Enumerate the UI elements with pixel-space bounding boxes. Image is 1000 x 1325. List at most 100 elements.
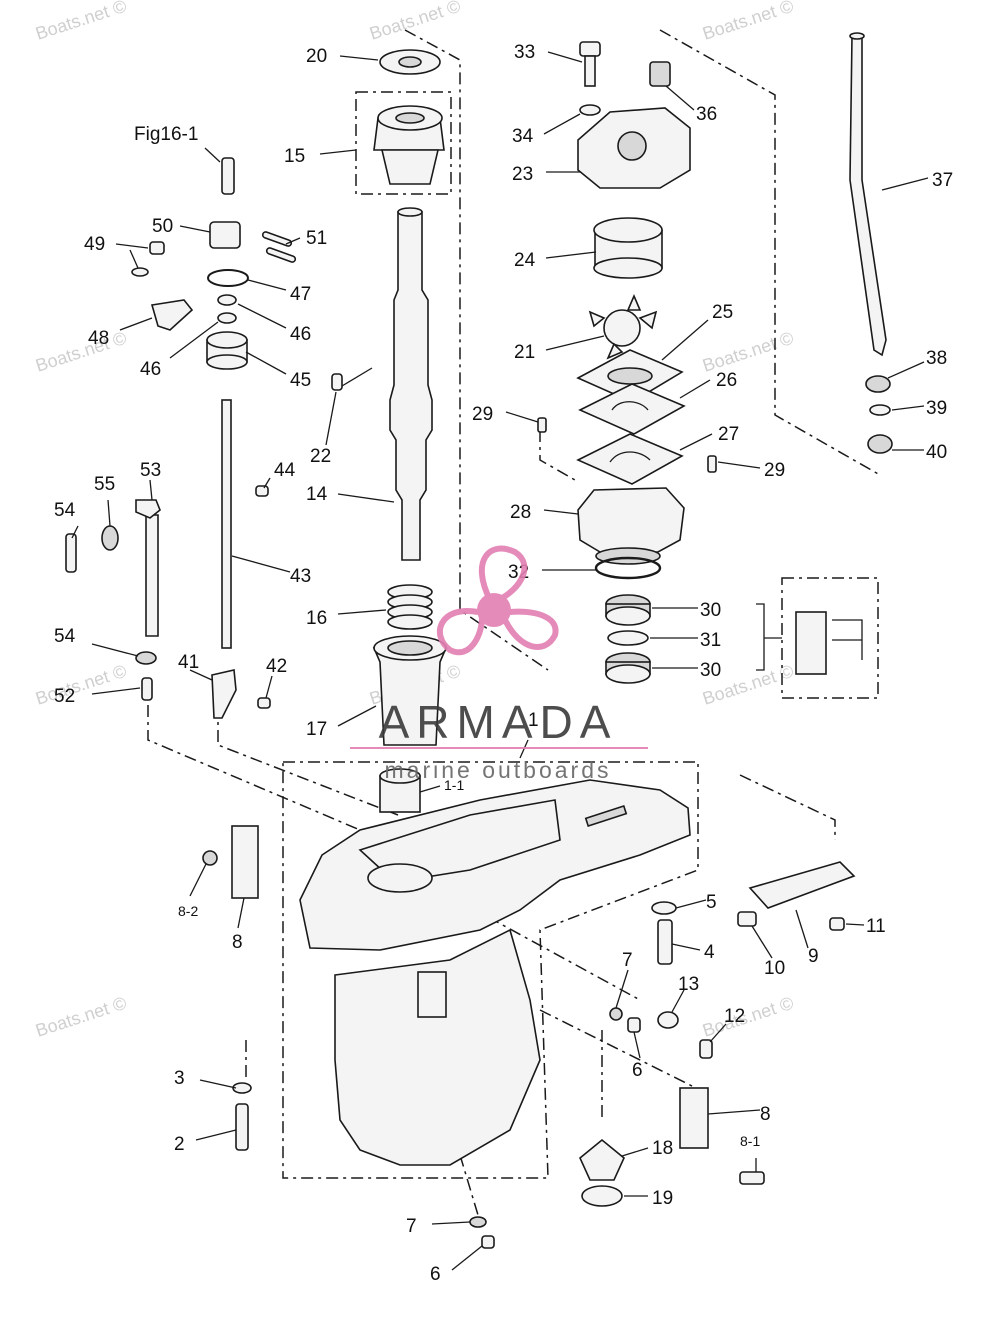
callout-20: 20 (306, 46, 327, 67)
callout-16: 16 (306, 608, 327, 629)
washer-3 (232, 1082, 252, 1094)
right-lower-parts (232, 861, 856, 1249)
screw-12 (699, 1039, 713, 1059)
callout-14: 14 (306, 484, 328, 505)
lever-41 (211, 669, 237, 719)
anode-8-left (231, 825, 259, 899)
callout-8: 8 (232, 932, 243, 953)
screw-6 (627, 1017, 641, 1033)
callout-26: 26 (716, 370, 737, 391)
anode-8-right (679, 1087, 709, 1149)
figure-ref-label: Fig16-1 (134, 124, 198, 145)
fitting-52 (141, 677, 153, 701)
watermark: Boats.net © (700, 993, 796, 1041)
callout-8-2: 8-2 (178, 903, 198, 919)
callout-36: 36 (696, 104, 717, 125)
callout-31: 31 (700, 630, 721, 651)
callout-34: 34 (512, 126, 534, 147)
callout-25: 25 (712, 302, 733, 323)
shift-rod-43 (221, 399, 232, 649)
callout-2: 2 (174, 1134, 185, 1155)
bearing-30-bottom (605, 652, 651, 684)
bolt-49 (149, 241, 165, 255)
callout-49: 49 (84, 234, 105, 255)
callout-labels: Fig16-1 20 15 50 49 51 47 46 48 46 45 22… (54, 42, 953, 1285)
spring-16 (387, 584, 433, 630)
impeller-21 (588, 293, 658, 360)
callout-15: 15 (284, 146, 305, 167)
callout-52: 52 (54, 686, 75, 707)
callout-28: 28 (510, 502, 531, 523)
callout-27: 27 (718, 424, 739, 445)
callout-50: 50 (152, 216, 173, 237)
bolt-8-1 (739, 1171, 765, 1185)
callout-12: 12 (724, 1006, 745, 1027)
callout-55: 55 (94, 474, 115, 495)
callout-13: 13 (678, 974, 699, 995)
screw-54 (65, 533, 77, 573)
grommet-36 (649, 61, 671, 87)
leader-lines (71, 51, 929, 1271)
callout-54: 54 (54, 500, 76, 521)
callout-29: 29 (472, 404, 493, 425)
watermark: Boats.net © (700, 328, 796, 376)
callout-21: 21 (514, 342, 535, 363)
bolt-2 (235, 1103, 249, 1151)
watermark: Boats.net © (33, 0, 129, 44)
callout-41: 41 (178, 652, 199, 673)
watermark: Boats.net © (700, 0, 796, 44)
watermark: Boats.net © (33, 328, 129, 376)
nut-19 (581, 1185, 623, 1207)
callout-29b: 29 (764, 460, 785, 481)
callout-54b: 54 (54, 626, 76, 647)
driveshaft-14 (389, 211, 433, 561)
bearing-30-top (605, 594, 651, 626)
callout-9: 9 (808, 946, 819, 967)
callout-1: 1 (528, 710, 539, 731)
washer-5 (651, 901, 677, 915)
callout-8b: 8 (760, 1104, 771, 1125)
screw-6b (481, 1235, 495, 1249)
washer-39 (869, 404, 891, 416)
driveshaft-column (331, 49, 448, 813)
grommet-38 (865, 375, 891, 393)
screw-42 (257, 697, 271, 709)
callout-5: 5 (706, 892, 717, 913)
callout-17: 17 (306, 719, 327, 740)
callout-7: 7 (622, 950, 633, 971)
callout-48: 48 (88, 328, 109, 349)
callout-18: 18 (652, 1138, 673, 1159)
callout-1-1: 1-1 (444, 777, 464, 793)
pinion-18 (579, 1138, 625, 1181)
screw-11 (829, 917, 845, 931)
callout-4: 4 (704, 942, 715, 963)
callout-53: 53 (140, 460, 161, 481)
tube-53 (145, 514, 159, 637)
washer-13 (657, 1011, 679, 1029)
clip-54b (135, 651, 157, 665)
brand-name: ARMADA (379, 696, 618, 748)
callout-6: 6 (632, 1060, 643, 1081)
callout-42: 42 (266, 656, 287, 677)
callout-44: 44 (274, 460, 296, 481)
bolt-33 (579, 41, 601, 57)
inset-sleeve (795, 611, 827, 675)
water-tube-37 (849, 32, 893, 454)
propeller-hub (477, 593, 511, 627)
propeller-icon (437, 545, 559, 656)
water-pump-column (537, 41, 863, 684)
clip-10 (737, 911, 757, 927)
callout-51: 51 (306, 228, 327, 249)
screw-44 (255, 485, 269, 497)
callout-24: 24 (514, 250, 536, 271)
o-ring-32 (594, 556, 662, 580)
washer-34 (579, 104, 601, 116)
bolt-8-2 (202, 850, 218, 866)
callout-11: 11 (866, 916, 886, 937)
callout-23: 23 (512, 164, 533, 185)
callout-46: 46 (290, 324, 311, 345)
callout-39: 39 (926, 398, 947, 419)
armada-logo: ARMADA marine outboards (350, 545, 648, 783)
shift-rod-group (131, 157, 297, 719)
